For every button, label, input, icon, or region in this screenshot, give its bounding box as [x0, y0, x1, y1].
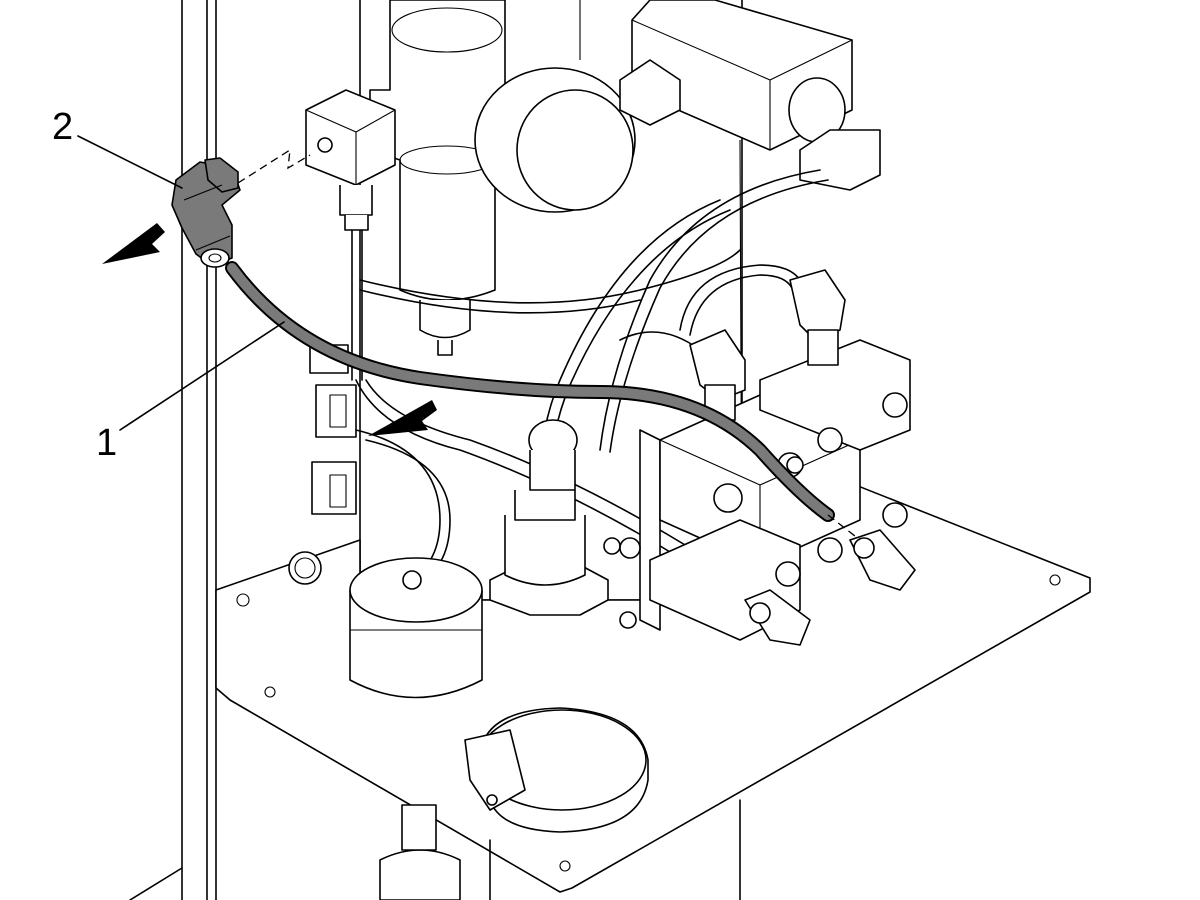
- arrow-left-icon: [102, 223, 165, 264]
- callout-label-1: 1: [96, 422, 118, 464]
- removal-arrows: [102, 223, 437, 436]
- manifold-elbows: [689, 269, 916, 646]
- highlighted-tube: [225, 261, 861, 541]
- electrical-connectors: [309, 344, 357, 515]
- hex-fitting: [489, 419, 609, 616]
- sensor-block: [237, 89, 396, 381]
- filter-regulator: [369, 0, 521, 356]
- highlighted-elbow-fitting: [171, 157, 241, 268]
- valve-manifold: [603, 339, 911, 641]
- reservoir: [349, 557, 483, 699]
- pressure-gauge: [474, 67, 636, 213]
- callout-leaders: [77, 135, 285, 431]
- callout-label-2: 2: [52, 106, 74, 148]
- frame-rails: [129, 0, 217, 900]
- hinged-cap: [464, 707, 649, 833]
- solenoid-valve: [619, 0, 881, 191]
- arrow-left-icon: [368, 400, 437, 436]
- lower-stand: [379, 799, 741, 900]
